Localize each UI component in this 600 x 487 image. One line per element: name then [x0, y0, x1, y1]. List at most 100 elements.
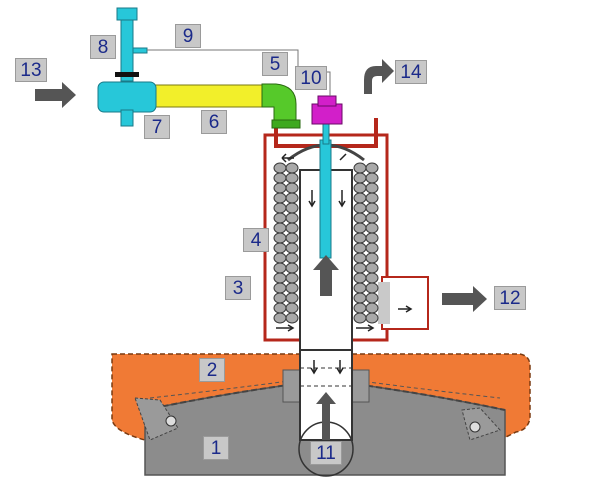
coil-ring [285, 212, 299, 224]
exhaust-arrow-14 [364, 59, 394, 94]
coil-ring [365, 162, 379, 174]
coil-ring [353, 272, 367, 284]
label-13: 13 [15, 58, 47, 82]
coil-ring [273, 192, 287, 204]
flow-arrows [276, 153, 413, 375]
label-2: 2 [199, 358, 225, 382]
coil-ring [353, 212, 367, 224]
inlet-arrow-13 [35, 82, 76, 108]
coil-ring [365, 232, 379, 244]
coil-ring [365, 282, 379, 294]
magenta-fitting-top [317, 95, 337, 107]
coil-ring [273, 222, 287, 234]
valve-cap [116, 7, 138, 21]
coil-ring [353, 262, 367, 274]
label-4: 4 [243, 228, 269, 252]
coil-ring [273, 312, 287, 324]
green-elbow [261, 83, 297, 125]
tube-up-arrow [313, 255, 339, 296]
coil-ring [273, 252, 287, 264]
coil-ring [285, 172, 299, 184]
coil-ring [353, 292, 367, 304]
right-bracket [461, 407, 501, 441]
coil-ring [285, 252, 299, 264]
coil-ring [285, 312, 299, 324]
coil-ring [353, 172, 367, 184]
coil-ring [273, 262, 287, 274]
coil-ring [365, 242, 379, 254]
coil-ring [273, 272, 287, 284]
coil-ring [285, 192, 299, 204]
label-7: 7 [144, 115, 170, 139]
outlet-arrow-12 [442, 286, 487, 312]
valve-ring [115, 72, 139, 77]
valve-vertical [120, 14, 134, 82]
coil-ring [365, 302, 379, 314]
label-8: 8 [90, 35, 116, 59]
coil-ring [273, 242, 287, 254]
coil-ring [353, 302, 367, 314]
coil-ring [353, 182, 367, 194]
yellow-pipe [149, 84, 269, 108]
coil-ring [285, 292, 299, 304]
label-1: 1 [203, 436, 229, 460]
magenta-fitting [311, 103, 343, 125]
valve-sensor-stub [132, 47, 148, 54]
valve-stem-bottom [120, 109, 134, 127]
coil-ring [365, 182, 379, 194]
coil-ring [285, 302, 299, 314]
label-6: 6 [201, 110, 227, 134]
label-5: 5 [262, 52, 288, 76]
left-bracket [134, 397, 179, 441]
coil-ring [273, 172, 287, 184]
coil-ring [365, 222, 379, 234]
outlet-duct-shade [378, 282, 390, 324]
coil-ring [353, 162, 367, 174]
valve-body [97, 81, 157, 113]
central-rod [319, 139, 332, 259]
coil-ring [273, 182, 287, 194]
label-11: 11 [310, 441, 342, 465]
label-9: 9 [175, 24, 201, 48]
coil-ring [353, 222, 367, 234]
coil-ring [285, 262, 299, 274]
coil-ring [285, 232, 299, 244]
coil-ring [365, 172, 379, 184]
coil-ring [273, 162, 287, 174]
coil-ring [365, 262, 379, 274]
coil-ring [353, 252, 367, 264]
coil-ring [285, 242, 299, 254]
coil-ring [365, 212, 379, 224]
label-14: 14 [395, 60, 427, 84]
coil-ring [365, 312, 379, 324]
coil-ring [273, 202, 287, 214]
coil-ring [285, 222, 299, 234]
coil-ring [353, 242, 367, 254]
coil-ring [273, 292, 287, 304]
coil-ring [353, 192, 367, 204]
coil-ring [353, 202, 367, 214]
green-flange [271, 119, 301, 129]
coil-ring [365, 252, 379, 264]
coil-ring [273, 302, 287, 314]
coil-ring [285, 182, 299, 194]
coil-ring [285, 202, 299, 214]
label-10: 10 [295, 66, 327, 90]
coil-ring [285, 282, 299, 294]
label-12: 12 [494, 286, 526, 310]
coil-ring [285, 162, 299, 174]
right-bolt [469, 421, 481, 433]
inlet-up-arrow [316, 392, 336, 440]
coil-ring [273, 212, 287, 224]
coil-left [273, 162, 299, 324]
coil-ring [365, 192, 379, 204]
coil-ring [365, 202, 379, 214]
coil-right [353, 162, 379, 324]
coil-ring [273, 232, 287, 244]
coil-ring [353, 282, 367, 294]
coil-ring [353, 232, 367, 244]
coil-ring [353, 312, 367, 324]
coil-ring [365, 292, 379, 304]
coil-ring [365, 272, 379, 284]
